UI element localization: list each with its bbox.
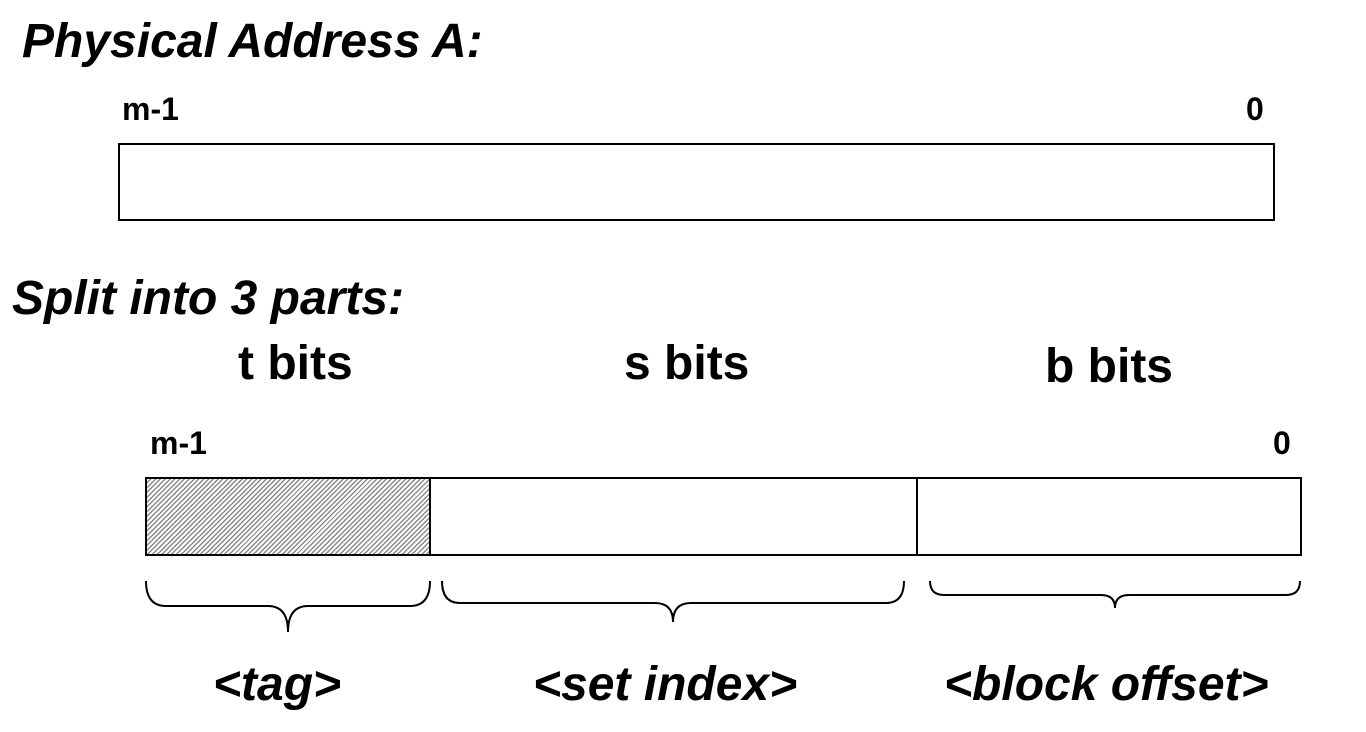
tag-field-name: <tag> [213,658,342,711]
physical-address-box [118,143,1275,221]
physical-address-msb-label: m-1 [122,91,179,127]
block-offset-bits-label: b bits [1045,340,1173,393]
split-title: Split into 3 parts: [12,272,405,325]
tag-brace [145,580,431,633]
tag-field-box [145,477,431,556]
block-offset-field-name: <block offset> [944,658,1269,711]
physical-address-title: Physical Address A: [22,15,483,68]
set-index-bits-label: s bits [624,337,750,390]
split-lsb-label: 0 [1273,425,1291,461]
block-offset-field-box [916,477,1302,556]
tag-bits-label: t bits [238,337,353,390]
set-index-brace [441,580,905,623]
split-msb-label: m-1 [150,425,207,461]
set-index-field-name: <set index> [533,658,798,711]
physical-address-lsb-label: 0 [1246,91,1264,127]
set-index-field-box [429,477,918,556]
block-offset-brace [929,580,1301,609]
